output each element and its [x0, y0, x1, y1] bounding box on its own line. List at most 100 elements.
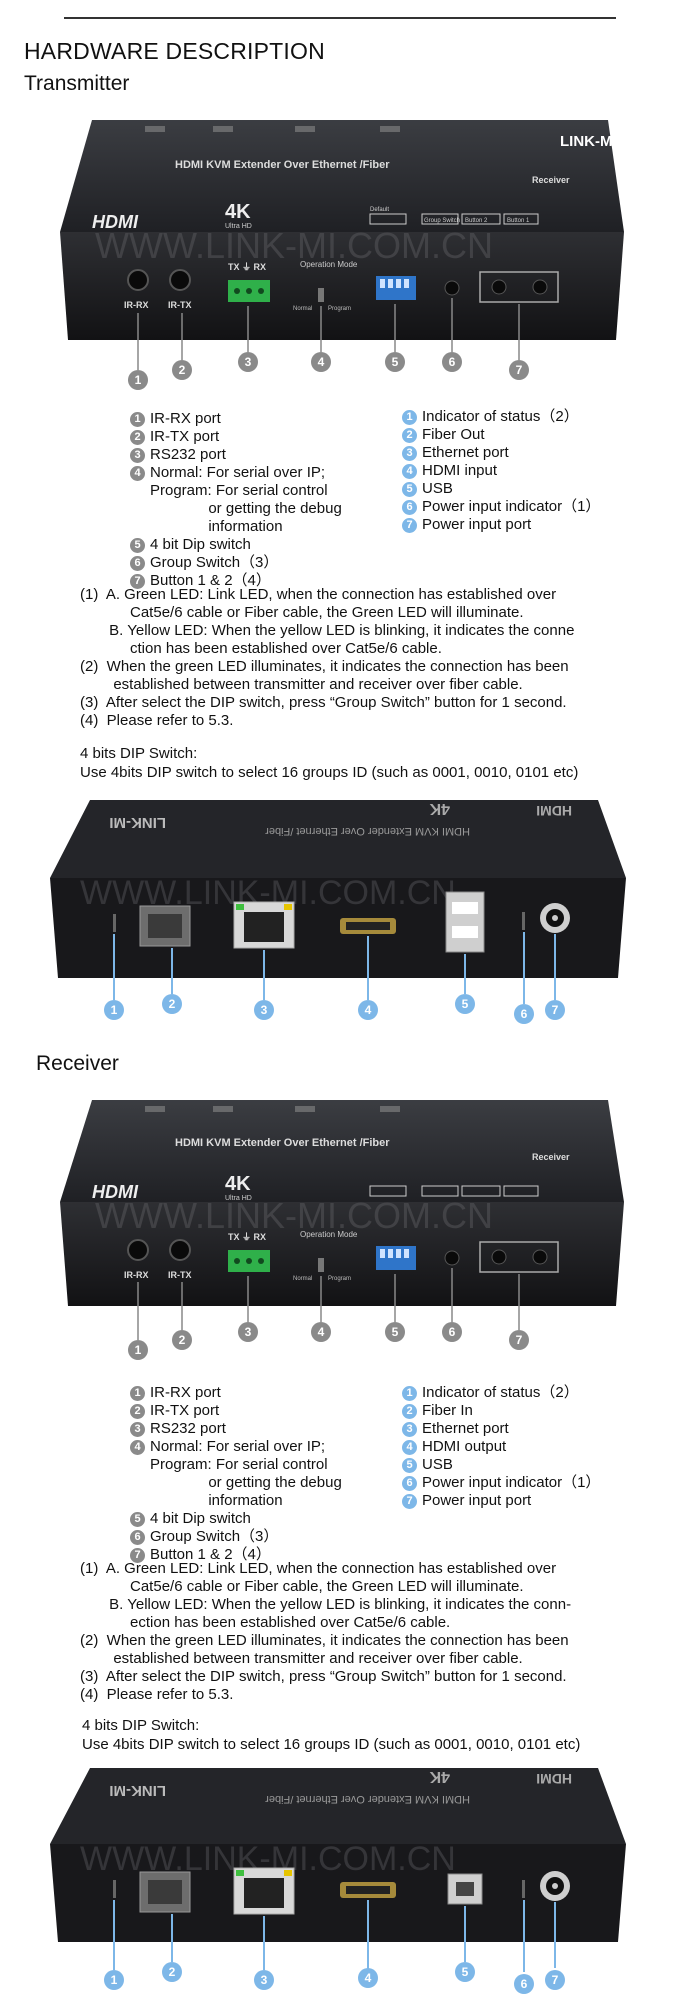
number-badge: 2	[130, 1404, 145, 1419]
rear-callout-4: 4	[365, 1003, 372, 1017]
list-item: 7 Button 1 & 2（4）	[130, 1546, 342, 1564]
note-line: (1) A. Green LED: Link LED, when the con…	[80, 1560, 557, 1595]
number-badge: 6	[130, 556, 145, 571]
rx-panel-title: HDMI KVM Extender Over Ethernet /Fiber	[175, 1137, 390, 1149]
brand-logo: LINK-MI	[560, 133, 617, 150]
number-badge: 1	[402, 1386, 417, 1401]
rx-op-mode-label: Operation Mode	[300, 1230, 358, 1239]
list-item-text: IR-RX port	[150, 410, 221, 427]
program-label: Program	[328, 306, 351, 312]
callout-1: 1	[135, 373, 142, 387]
number-badge: 4	[402, 1440, 417, 1455]
note-line: (3) After select the DIP switch, press “…	[80, 694, 567, 711]
list-item-text: Indicator of status（2）	[422, 408, 579, 425]
rear-callout-2: 2	[169, 997, 176, 1011]
list-item-text: RS232 port	[150, 446, 226, 463]
note-line: (2) When the green LED illuminates, it i…	[80, 1632, 569, 1667]
list-item-text: Button 1 & 2（4）	[150, 1546, 271, 1563]
rear-4k: 4K	[429, 800, 450, 817]
rx-callout-3: 3	[245, 1325, 252, 1339]
rear-callout-7: 7	[552, 1003, 559, 1017]
rx-badge-ultrahd: Ultra HD	[225, 1195, 252, 1202]
rx-program-label: Program	[328, 1276, 351, 1282]
rx-ir-tx-label: IR-TX	[168, 1270, 192, 1280]
rx-callout-6: 6	[449, 1325, 456, 1339]
number-badge: 2	[402, 428, 417, 443]
number-badge: 4	[130, 466, 145, 481]
badge-ultrahd: Ultra HD	[225, 223, 252, 230]
number-badge: 5	[130, 1512, 145, 1527]
list-item-text: Ethernet port	[422, 444, 509, 461]
default-label: Default	[370, 207, 389, 213]
list-item-text: Fiber Out	[422, 426, 485, 443]
list-item-text: IR-TX port	[150, 428, 220, 445]
panel-subtitle: Receiver	[532, 175, 570, 185]
number-badge: 6	[402, 1476, 417, 1491]
number-badge: 4	[130, 1440, 145, 1455]
button1-label: Button 1	[507, 218, 530, 224]
list-item-text: Power input port	[422, 516, 532, 533]
rear-callout-3: 3	[261, 1003, 268, 1017]
note-line: B. Yellow LED: When the yellow LED is bl…	[109, 622, 575, 657]
list-item-text: USB	[422, 480, 453, 497]
op-mode-label: Operation Mode	[300, 260, 358, 269]
ir-rx-label: IR-RX	[124, 300, 149, 310]
number-badge: 1	[130, 1386, 145, 1401]
note-line: (4) Please refer to 5.3.	[80, 1686, 234, 1703]
txrx-label: TX ⏚ RX	[228, 262, 266, 272]
tx-dip-text: 4 bits DIP Switch: Use 4bits DIP switch …	[80, 745, 579, 781]
number-badge: 7	[402, 1494, 417, 1509]
rear-brand: LINK-MI	[109, 814, 166, 831]
receiver-heading: Receiver	[36, 1052, 119, 1075]
callout-5: 5	[392, 355, 399, 369]
list-item-text: Power input port	[422, 1492, 532, 1509]
normal-label: Normal	[293, 306, 312, 312]
rx-rear-brand: LINK-MI	[109, 1782, 166, 1799]
rx-panel-subtitle: Receiver	[532, 1152, 570, 1162]
rx-rear-callout-1: 1	[111, 1973, 118, 1987]
number-badge: 7	[130, 1548, 145, 1563]
list-item-text: Group Switch（3）	[150, 1528, 279, 1545]
list-item-text: HDMI input	[422, 462, 498, 479]
number-badge: 3	[402, 446, 417, 461]
rx-callout-4: 4	[318, 1325, 325, 1339]
list-item-text: Fiber In	[422, 1402, 473, 1419]
list-item-text: 4 bit Dip switch	[150, 1510, 251, 1527]
list-item-text: IR-RX port	[150, 1384, 221, 1401]
rx-normal-label: Normal	[293, 1276, 312, 1282]
rx-ir-rx-label: IR-RX	[124, 1270, 149, 1280]
rx-dip-text: 4 bits DIP Switch: Use 4bits DIP switch …	[82, 1717, 581, 1753]
list-item-text: Button 1 & 2（4）	[150, 572, 271, 589]
list-item: 4 HDMI output	[402, 1438, 600, 1456]
list-item-text: USB	[422, 1456, 453, 1473]
list-item-text: HDMI output	[422, 1438, 507, 1455]
rx-rear-panel-title: HDMI KVM Extender Over Ethernet /Fiber	[265, 1793, 470, 1805]
number-badge: 4	[402, 464, 417, 479]
rx-badge-4k: 4K	[225, 1173, 251, 1195]
note-line: (4) Please refer to 5.3.	[80, 712, 234, 729]
list-item-text: Power input indicator（1）	[422, 498, 601, 515]
rx-rear-hdmi: HDMI	[536, 1771, 572, 1787]
rear-callout-1: 1	[111, 1003, 118, 1017]
note-line: (2) When the green LED illuminates, it i…	[80, 658, 569, 693]
list-item-text: 4 bit Dip switch	[150, 536, 251, 553]
list-item-text: Power input indicator（1）	[422, 1474, 601, 1491]
rx-callout-2: 2	[179, 1333, 186, 1347]
badge-4k: 4K	[225, 201, 251, 223]
transmitter-heading: Transmitter	[24, 72, 130, 95]
rx-rear-callout-5: 5	[462, 1965, 469, 1979]
